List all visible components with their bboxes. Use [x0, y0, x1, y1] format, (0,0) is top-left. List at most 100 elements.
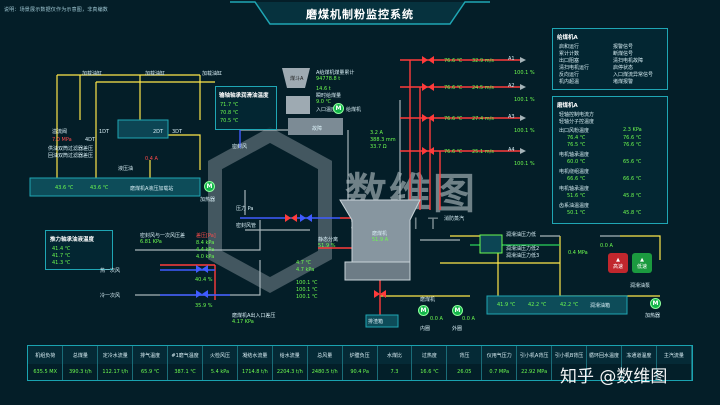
diff-value-2: 4.4 kPa: [196, 247, 215, 253]
table-cell: 387.1 ℃: [167, 364, 204, 380]
feeder-status-label-1: 启和运行: [559, 44, 580, 50]
table-header: 定冷水流量: [97, 346, 134, 364]
low-speed-label: 低速: [636, 263, 647, 270]
low-speed-button[interactable]: ▲ 低速: [632, 253, 652, 273]
high-speed-label: 高速: [612, 263, 623, 270]
mill-row-5-val: 76.6 ℃: [623, 142, 642, 148]
mill-row-13: 50.1 ℃: [567, 210, 586, 216]
diff-value-1: 8.4 kPa: [196, 240, 215, 246]
mill-row-4: 76.4 ℃: [567, 135, 586, 141]
feeder-fault-label: 故障: [312, 126, 323, 132]
inner-ring-motor-icon: M: [418, 305, 429, 316]
column-value-2: 4.7 kPa: [296, 267, 315, 273]
feeder-rate-value: 14.6 t: [316, 86, 331, 92]
header-bar: 磨煤机制粉监控系统: [230, 0, 490, 28]
lube-heater-icon: M: [650, 298, 661, 309]
table-header: 冻通道温度: [621, 346, 657, 364]
lube-pressure-low-2: 润滑油压力低2: [506, 246, 540, 252]
feeder-status-label-7: 清扫电机运行: [559, 65, 590, 71]
static-separator-label: 静态分离: [318, 237, 339, 243]
table-cell: 7.3: [377, 364, 413, 380]
tank-temp-1: 43.6 ℃: [55, 185, 74, 191]
feeder-status-label-10: 入口煤流异常信号: [613, 72, 654, 78]
high-speed-button[interactable]: ▲ 高速: [608, 253, 628, 273]
valve-1dt-label: 1DT: [99, 129, 110, 135]
feeder-status-label-3: 累计计数: [559, 51, 580, 57]
seal-air-diff-label: 密封风与一次风压差: [140, 233, 186, 239]
table-cell: 112.17 t/h: [97, 364, 134, 380]
static-separator-value: 51.9 %: [318, 243, 336, 249]
table-cell: 635.5 MX: [28, 364, 64, 380]
table-cell: 22.92 MPa: [516, 364, 553, 380]
mill-diff-label: 磨煤机A出入口差压: [232, 313, 276, 319]
table-cell: 0.7 MPa: [481, 364, 518, 380]
feeder-total-value: 94778.8 t: [316, 76, 341, 82]
page-title: 磨煤机制粉监控系统: [306, 8, 414, 21]
outlet-a3-pct: 100.1 %: [514, 128, 535, 134]
column-value-3: 100.1 ℃: [296, 280, 318, 286]
mill-row-2: 轻轴分子控温度: [559, 119, 595, 125]
mill-row-1: 轻轴控制电流方: [559, 112, 595, 118]
table-cell: 2480.5 t/h: [307, 364, 343, 380]
heater-label: 加热器: [200, 197, 216, 203]
valve-4dt-label: 4DT: [85, 137, 96, 143]
table-header: 炉膛负压: [342, 346, 378, 364]
table-header: 背压: [446, 346, 483, 364]
mill-row-4-val: 76.6 ℃: [623, 135, 642, 141]
fire-steam-label: 消防蒸汽: [444, 216, 465, 222]
valve-2dt-label: 2DT: [153, 129, 164, 135]
mill-row-5: 76.5 ℃: [567, 142, 586, 148]
feeder-status-label-8: 启停状态: [613, 65, 634, 71]
feeder-total-title: A给煤机煤量累计: [316, 70, 355, 76]
table-cell: 390.3 t/h: [62, 364, 99, 380]
outlet-a1-temp: 76.6 ℃: [444, 58, 463, 64]
table-header: 机组负荷: [28, 346, 64, 364]
outlet-a1-speed: 32.9 m/s: [472, 58, 494, 64]
valve-3dt-label: 3DT: [172, 129, 183, 135]
column-value-1: 4.7 ℃: [296, 260, 312, 266]
lube-pump-pressure: 0.4 MPa: [568, 250, 588, 256]
table-header: 仪用气压力: [481, 346, 518, 364]
summary-table-grid: 机组负荷 总煤量 定冷水流量 排气温度 #1磨气温度 火检风压 凝结水流量 给水…: [28, 346, 693, 380]
thrust-bearing-panel: 推力轴承油液温度 41.4 ℃ 41.7 ℃ 41.3 ℃: [45, 230, 113, 270]
tank-temp-2: 43.6 ℃: [90, 185, 109, 191]
table-cell: 90.4 Pa: [342, 364, 378, 380]
cold-air-label: 冷一次风: [100, 293, 121, 299]
outlet-a4-temp: 76.6 ℃: [444, 149, 463, 155]
table-header: 引小机A背压: [516, 346, 553, 364]
high-speed-icon: ▲: [616, 256, 620, 263]
outer-ring-current: 0.0 A: [462, 316, 475, 322]
mill-current-value: 3.2 A: [370, 130, 383, 136]
lube-pressure-low-3: 润滑油压力低3: [506, 253, 540, 259]
summary-table: 机组负荷 总煤量 定冷水流量 排气温度 #1磨气温度 火检风压 凝结水流量 给水…: [27, 345, 693, 381]
mill-panel-title: 磨煤机A: [557, 103, 578, 109]
outlet-a3-label: A3: [508, 114, 515, 120]
outlet-a3-temp: 76.6 ℃: [444, 116, 463, 122]
table-cell: 65.9 ℃: [132, 364, 169, 380]
mill-row-11: 51.6 ℃: [567, 193, 586, 199]
lube-pressure-low-1: 润滑油压力低: [506, 232, 537, 238]
coal-bunker-label: 煤斗A: [290, 76, 304, 82]
feeder-status-label-12: 堵煤报警: [613, 79, 634, 85]
lube-pump-label: 润滑油泵: [630, 283, 651, 289]
mill-position-value: 388.3 mm: [370, 137, 396, 143]
mill-row-7: 60.0 ℃: [567, 159, 586, 165]
mill-row-3: 出口风粉温度: [559, 128, 590, 134]
mill-value: 51.9 A: [372, 237, 389, 243]
mill-row-13-val: 45.8 ℃: [623, 210, 642, 216]
inner-ring-current: 0.0 A: [430, 316, 443, 322]
lube-tank-temp-3: 42.2 ℃: [560, 302, 579, 308]
oil-cylinder-label-1: 加载油缸: [82, 71, 103, 77]
oil-cylinder-label-3: 加载油缸: [202, 71, 223, 77]
feeder-status-panel: 给煤机A 启和运行 报警信号 累计计数 断煤信号 出口阻塞 清扫电机故障 清扫电…: [552, 28, 668, 90]
feeder-temp-value: 9.0 ℃: [316, 99, 332, 105]
feeder-status-label-5: 出口阻塞: [559, 58, 580, 64]
mill-diff-value: 4.17 KPa: [232, 319, 254, 325]
mill-row-9: 66.6 ℃: [567, 176, 586, 182]
table-cell: [586, 364, 622, 380]
feeder-motor-icon: M: [333, 103, 344, 114]
table-cell: 2204.3 t/h: [272, 364, 308, 380]
mill-row-11-val: 45.8 ℃: [623, 193, 642, 199]
seal-air-pipe-label: 密封风管: [236, 223, 257, 229]
bearing-lube-temp-3: 70.5 ℃: [220, 118, 239, 124]
